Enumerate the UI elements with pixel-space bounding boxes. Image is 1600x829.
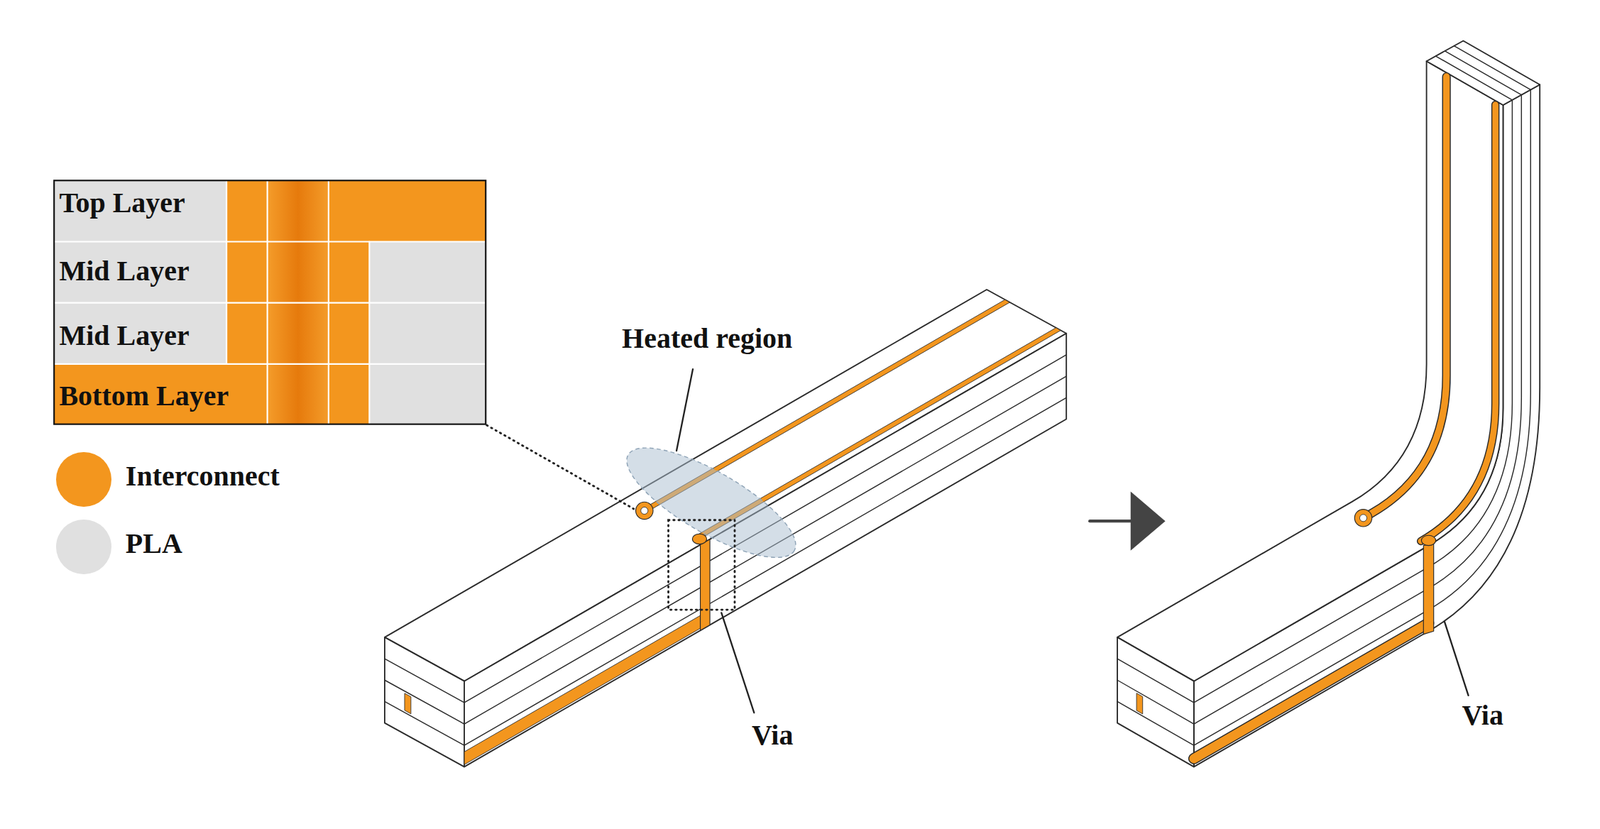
layer-line (464, 397, 1067, 746)
region-label: Heated region (621, 322, 793, 355)
flat-bar (384, 289, 1067, 767)
layer-name: Bottom Layer (58, 380, 229, 412)
bar-top-face (384, 289, 1067, 682)
via-hole (1359, 514, 1367, 522)
interconnect-trace-outline (1193, 623, 1429, 759)
bar-end-face (1117, 637, 1194, 767)
via-hole (640, 506, 649, 514)
table-cell (328, 180, 486, 242)
via-callout-box (668, 520, 735, 610)
table-cell (267, 241, 329, 303)
interconnect-trace-outline (1363, 76, 1447, 519)
legend-text: PLA (125, 528, 183, 560)
table-cell (369, 303, 486, 365)
interconnect-trace (1363, 76, 1447, 519)
legend-text: Interconnect (125, 460, 280, 492)
interconnect-trace (1421, 105, 1496, 542)
table-cell (53, 303, 227, 365)
part-label: Via (1461, 699, 1504, 732)
arrow-head (1130, 491, 1166, 551)
legend-swatch (56, 452, 112, 508)
table-border (53, 180, 486, 424)
cell-divider (225, 180, 228, 365)
layer-line (384, 701, 465, 746)
table-cell (53, 241, 227, 303)
layer-name: Mid Layer (58, 320, 189, 352)
bent-bar (1117, 40, 1540, 767)
via-cap (1421, 535, 1436, 546)
layer-line (1117, 658, 1194, 703)
table-cell (328, 303, 370, 365)
table-cell (328, 364, 370, 425)
table-cell (226, 303, 268, 365)
via-pad (636, 501, 654, 519)
layer-name: Mid Layer (58, 255, 189, 287)
table-cell (369, 241, 486, 303)
table-cell (267, 180, 329, 242)
legend-swatch (56, 519, 112, 575)
layer-line (1453, 46, 1531, 91)
bar-top-face (1117, 61, 1503, 681)
leader-line (721, 612, 754, 713)
bar-end-face (384, 637, 465, 767)
table-cell (53, 364, 267, 425)
callout-dotted-line (486, 425, 634, 509)
cell-divider (368, 241, 370, 424)
interconnect-trace (404, 693, 412, 715)
layer-line (384, 680, 465, 725)
layer-line (1117, 701, 1194, 746)
interconnect-trace (1193, 623, 1429, 759)
via-cap (692, 533, 707, 544)
interconnect-trace (464, 612, 705, 765)
leader-line (676, 369, 693, 451)
table-cell (328, 241, 370, 303)
table-cell (369, 364, 486, 425)
row-divider (53, 363, 486, 365)
layer-name: Top Layer (58, 187, 185, 219)
layer-line (1445, 51, 1522, 96)
layer-line (464, 376, 1067, 725)
layer-line (384, 658, 465, 703)
interconnect-trace (1136, 693, 1143, 715)
table-cell (226, 241, 268, 303)
part-label: Via (751, 719, 794, 752)
table-cell (226, 180, 268, 242)
layer-line (1117, 680, 1194, 725)
via-column (1423, 542, 1434, 634)
heated-region (612, 428, 810, 578)
table-cell (267, 303, 329, 365)
transition-arrow (1089, 519, 1135, 523)
table-cell (53, 180, 227, 242)
bar-side-face (464, 333, 1067, 768)
interconnect-trace-outline (1421, 105, 1496, 542)
via-column (700, 539, 711, 631)
layer-line (464, 354, 1067, 703)
row-divider (53, 240, 486, 243)
table-cell (267, 364, 329, 425)
cross-section-table (53, 180, 486, 424)
row-divider (53, 302, 486, 304)
via-pad (1354, 509, 1372, 527)
